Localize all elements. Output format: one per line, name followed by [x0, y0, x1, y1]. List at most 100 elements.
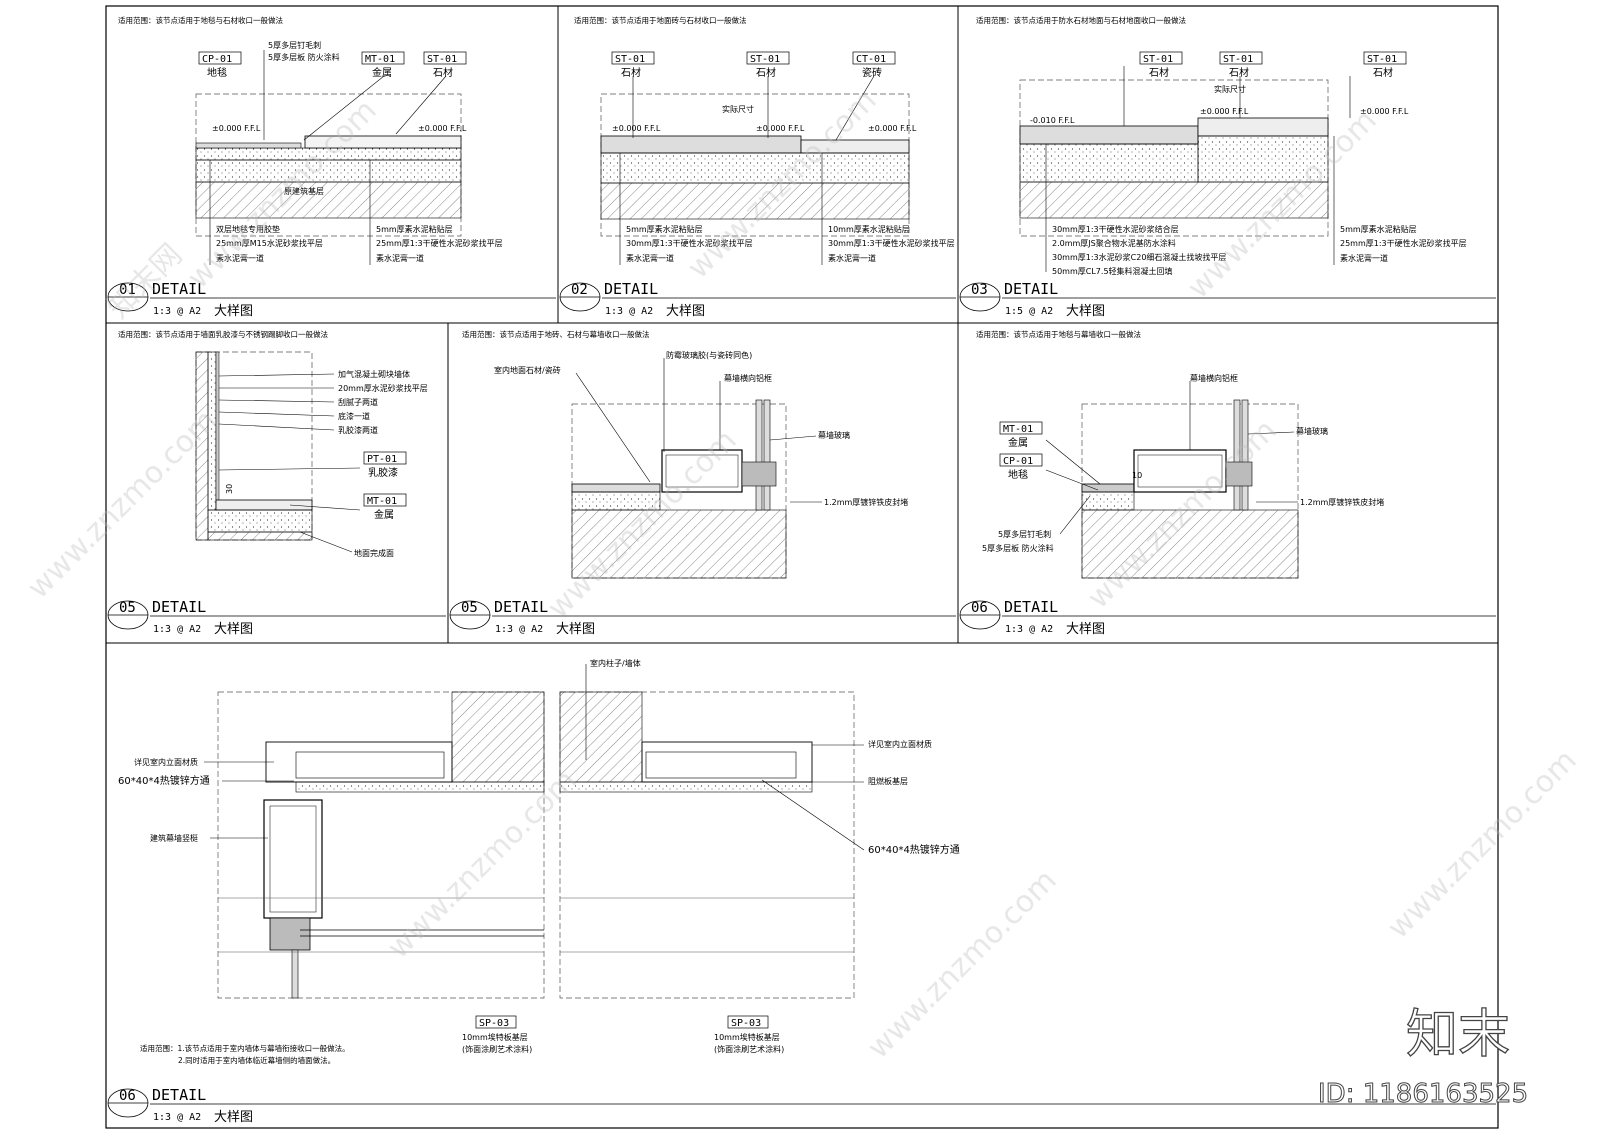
- detail-title-05: 05 DETAIL 1:3 @ A2 大样图: [449, 598, 956, 637]
- svg-text:金属: 金属: [1008, 436, 1028, 449]
- svg-text:知末: 知末: [1406, 1005, 1510, 1065]
- svg-text:适用范围：该节点适用于防水石材地面与石材地面收口一般做法: 适用范围：该节点适用于防水石材地面与石材地面收口一般做法: [976, 15, 1186, 25]
- svg-text:阻燃板基层: 阻燃板基层: [868, 776, 908, 786]
- svg-text:1:3 @ A2: 1:3 @ A2: [1005, 624, 1053, 635]
- svg-text:适用范围：该节点适用于地毯与幕墙收口一般做法: 适用范围：该节点适用于地毯与幕墙收口一般做法: [976, 329, 1141, 339]
- svg-text:室内柱子/墙体: 室内柱子/墙体: [590, 658, 641, 668]
- svg-text:适用范围：该节点适用于地砖、石材与幕墙收口一般做法: 适用范围：该节点适用于地砖、石材与幕墙收口一般做法: [462, 329, 650, 339]
- svg-text:大样图: 大样图: [1066, 304, 1105, 319]
- svg-text:建筑幕墙竖梃: 建筑幕墙竖梃: [150, 833, 198, 843]
- tag-st-01: ST-01 石材: [423, 51, 467, 79]
- svg-text:5厚多层钉毛刺: 5厚多层钉毛刺: [268, 40, 321, 50]
- tag-st-01: ST-01 石材: [746, 51, 790, 79]
- panel-03: 适用范围：该节点适用于防水石材地面与石材地面收口一般做法 ST-01 石材 ST…: [959, 15, 1496, 319]
- panel-06: 适用范围：该节点适用于地毯与幕墙收口一般做法 幕墙横向铝框 幕墙玻璃 1.2mm…: [959, 329, 1496, 637]
- panel-07: 室内柱子/墙体 详见室内立面材质 60*40*4热镀锌方通 建筑幕墙竖梃 详见室…: [107, 658, 1496, 1125]
- svg-text:20mm厚水泥砂浆找平层: 20mm厚水泥砂浆找平层: [338, 383, 428, 393]
- svg-text:60*40*4热镀锌方通: 60*40*4热镀锌方通: [868, 843, 960, 856]
- svg-text:MT-01: MT-01: [1003, 424, 1033, 435]
- svg-text:06: 06: [971, 600, 988, 616]
- svg-text:幕墙玻璃: 幕墙玻璃: [818, 430, 850, 440]
- svg-text:1:3 @ A2: 1:3 @ A2: [153, 1112, 201, 1123]
- svg-text:ST-01: ST-01: [615, 54, 645, 65]
- svg-text:05: 05: [119, 600, 136, 616]
- svg-text:25mm厚1:3干硬性水泥砂浆找平层: 25mm厚1:3干硬性水泥砂浆找平层: [1340, 238, 1467, 248]
- svg-text:乳胶漆: 乳胶漆: [368, 466, 398, 479]
- svg-text:±0.000 F.F.L: ±0.000 F.F.L: [212, 124, 261, 133]
- svg-text:地毯: 地毯: [1008, 468, 1028, 481]
- svg-text:5厚多层钉毛刺: 5厚多层钉毛刺: [998, 529, 1051, 539]
- svg-text:±0.000 F.F.L: ±0.000 F.F.L: [1200, 107, 1249, 116]
- tag-cp-01: CP-01 地毯: [999, 453, 1043, 481]
- tag-st-01: ST-01 石材: [1219, 51, 1263, 79]
- tag-mt-01: MT-01 金属: [999, 421, 1043, 449]
- svg-text:www.znzmo.com: www.znzmo.com: [1381, 743, 1584, 946]
- svg-text:±0.000 F.F.L: ±0.000 F.F.L: [418, 124, 467, 133]
- tag-mt-01: MT-01 金属: [363, 493, 407, 521]
- svg-text:30mm厚1:3干硬性水泥砂浆找平层: 30mm厚1:3干硬性水泥砂浆找平层: [828, 238, 955, 248]
- tag-ct-01: CT-01 瓷砖: [852, 51, 896, 79]
- svg-text:ST-01: ST-01: [1367, 54, 1397, 65]
- svg-text:-0.010 F.F.L: -0.010 F.F.L: [1030, 116, 1075, 125]
- svg-text:DETAIL: DETAIL: [1004, 598, 1058, 616]
- svg-text:金属: 金属: [374, 508, 394, 521]
- svg-text:1:5 @ A2: 1:5 @ A2: [1005, 306, 1053, 317]
- svg-text:www.znzmo.com: www.znzmo.com: [21, 403, 224, 606]
- svg-text:素水泥膏一道: 素水泥膏一道: [626, 253, 674, 263]
- svg-text:SP-03: SP-03: [731, 1018, 761, 1029]
- svg-text:素水泥膏一道: 素水泥膏一道: [376, 253, 424, 263]
- svg-text:30: 30: [225, 484, 234, 494]
- panel-note: 适用范围：该节点适用于地毯与石材收口一般做法: [118, 15, 283, 25]
- svg-text:石材: 石材: [621, 66, 641, 79]
- svg-text:石材: 石材: [756, 66, 776, 79]
- svg-text:2.同时适用于室内墙体临近幕墙侧的墙面做法。: 2.同时适用于室内墙体临近幕墙侧的墙面做法。: [178, 1055, 335, 1065]
- svg-text:大样图: 大样图: [214, 304, 253, 319]
- svg-text:1:3 @ A2: 1:3 @ A2: [153, 306, 201, 317]
- svg-text:SP-03: SP-03: [479, 1018, 509, 1029]
- svg-text:60*40*4热镀锌方通: 60*40*4热镀锌方通: [118, 774, 210, 787]
- tag-sp-03: SP-03 10mm埃特板基层 (饰面涂刷艺术涂料): [462, 1015, 532, 1054]
- svg-text:03: 03: [971, 282, 988, 298]
- image-id: ID: 1186163525: [1318, 1079, 1529, 1110]
- svg-text:室内地面石材/瓷砖: 室内地面石材/瓷砖: [494, 365, 561, 375]
- svg-text:加气混凝土砌块墙体: 加气混凝土砌块墙体: [338, 369, 410, 379]
- svg-text:DETAIL: DETAIL: [1004, 280, 1058, 298]
- svg-text:1:3 @ A2: 1:3 @ A2: [495, 624, 543, 635]
- detail-title-02: 02 DETAIL 1:3 @ A2 大样图: [559, 280, 956, 319]
- svg-text:05: 05: [461, 600, 478, 616]
- svg-text:石材: 石材: [1149, 66, 1169, 79]
- svg-text:素水泥膏一道: 素水泥膏一道: [1340, 253, 1388, 263]
- svg-text:±0.000 F.F.L: ±0.000 F.F.L: [868, 124, 917, 133]
- svg-text:1:3 @ A2: 1:3 @ A2: [605, 306, 653, 317]
- panel-01: 适用范围：该节点适用于地毯与石材收口一般做法 CP-01 地毯 MT-01 金属…: [107, 15, 556, 319]
- svg-text:10mm厚素水泥粘贴层: 10mm厚素水泥粘贴层: [828, 224, 910, 234]
- svg-text:ST-01: ST-01: [427, 54, 457, 65]
- tag-sp-03: SP-03 10mm埃特板基层 (饰面涂刷艺术涂料): [714, 1015, 784, 1054]
- svg-text:瓷砖: 瓷砖: [862, 66, 882, 79]
- svg-text:10mm埃特板基层: 10mm埃特板基层: [714, 1032, 780, 1042]
- svg-text:www.znzmo.com: www.znzmo.com: [861, 863, 1064, 1066]
- svg-text:详见室内立面材质: 详见室内立面材质: [134, 757, 198, 767]
- svg-text:DETAIL: DETAIL: [494, 598, 548, 616]
- svg-text:5mm厚素水泥粘贴层: 5mm厚素水泥粘贴层: [1340, 224, 1417, 234]
- svg-text:幕墙玻璃: 幕墙玻璃: [1296, 426, 1328, 436]
- svg-text:底漆一道: 底漆一道: [338, 411, 370, 421]
- svg-text:石材: 石材: [1373, 66, 1393, 79]
- svg-text:素水泥膏一道: 素水泥膏一道: [828, 253, 876, 263]
- svg-text:10: 10: [1132, 471, 1142, 480]
- svg-text:±0.000 F.F.L: ±0.000 F.F.L: [612, 124, 661, 133]
- detail-title-03: 03 DETAIL 1:5 @ A2 大样图: [959, 280, 1496, 319]
- svg-text:ID: 1186163525: ID: 1186163525: [1318, 1079, 1528, 1109]
- svg-text:幕墙横向铝框: 幕墙横向铝框: [1190, 373, 1238, 383]
- svg-text:±0.000 F.F.L: ±0.000 F.F.L: [1360, 107, 1409, 116]
- svg-text:详见室内立面材质: 详见室内立面材质: [868, 739, 932, 749]
- svg-text:30mm厚1:3干硬性水泥砂浆找平层: 30mm厚1:3干硬性水泥砂浆找平层: [626, 238, 753, 248]
- tag-st-01: ST-01 石材: [611, 51, 655, 79]
- svg-text:防霉玻璃胶(与瓷砖同色): 防霉玻璃胶(与瓷砖同色): [666, 350, 752, 360]
- svg-text:CT-01: CT-01: [856, 54, 886, 65]
- panel-05: 适用范围：该节点适用于地砖、石材与幕墙收口一般做法 室内地面石材/瓷砖 防霉玻璃…: [449, 329, 956, 637]
- svg-text:ST-01: ST-01: [1223, 54, 1253, 65]
- svg-text:大样图: 大样图: [666, 304, 705, 319]
- tag-st-01: ST-01 石材: [1363, 51, 1407, 79]
